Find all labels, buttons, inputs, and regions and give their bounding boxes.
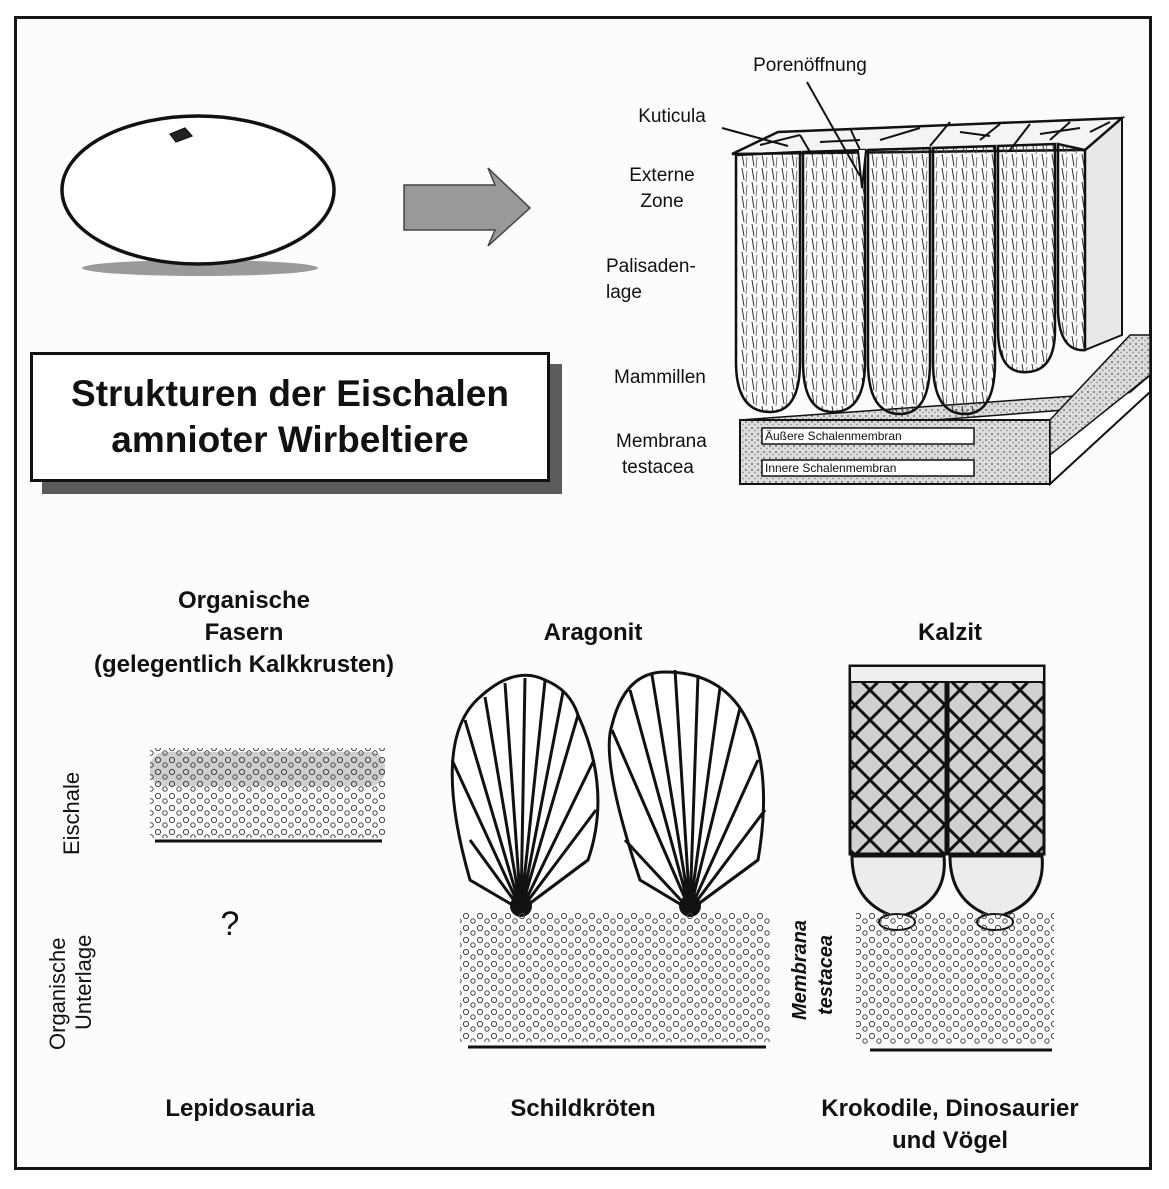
- heading-calcite: Kalzit: [918, 618, 982, 648]
- group-lepidosauria: Lepidosauria: [165, 1094, 314, 1124]
- calcite-sample: [850, 666, 1054, 1050]
- side-label-eggshell: Eischale: [60, 772, 84, 855]
- organic-fibers-sample: [150, 748, 385, 841]
- arrow-icon: [404, 168, 530, 246]
- side-label-substrate-1: Organische: [46, 937, 70, 1050]
- label-cuticle: Kuticula: [638, 106, 706, 128]
- aragonite-sample: [452, 670, 770, 1047]
- side-label-substrate-2: Unterlage: [72, 935, 96, 1030]
- label-external-zone-1: Externe: [629, 165, 694, 187]
- unknown-question-mark: ?: [221, 904, 240, 944]
- label-external-zone-2: Zone: [640, 191, 683, 213]
- heading-organic-1: Organische: [178, 586, 310, 616]
- label-pore-opening: Porenöffnung: [753, 55, 867, 77]
- label-mammillae: Mammillen: [614, 367, 706, 389]
- title-line-2: amnioter Wirbeltiere: [111, 417, 468, 463]
- group-crocodiles-1: Krokodile, Dinosaurier: [821, 1094, 1078, 1124]
- title-box: Strukturen der Eischalen amnioter Wirbel…: [30, 352, 550, 482]
- heading-organic-3: (gelegentlich Kalkkrusten): [94, 650, 394, 680]
- label-palisade-2: lage: [606, 282, 642, 304]
- heading-organic-2: Fasern: [205, 618, 284, 648]
- heading-aragonite: Aragonit: [544, 618, 643, 648]
- label-inner-shell-membrane: Innere Schalenmembran: [765, 460, 896, 476]
- group-crocodiles-2: und Vögel: [892, 1126, 1008, 1156]
- title-line-1: Strukturen der Eischalen: [71, 371, 509, 417]
- side-label-membrane-2: testacea: [814, 935, 838, 1015]
- label-outer-shell-membrane: Äußere Schalenmembran: [765, 428, 902, 444]
- label-membrane-1: Membrana: [616, 431, 707, 453]
- side-label-membrane-1: Membrana: [788, 920, 812, 1020]
- label-membrane-2: testacea: [622, 457, 694, 479]
- label-palisade-1: Palisaden-: [606, 256, 696, 278]
- group-turtles: Schildkröten: [510, 1094, 655, 1124]
- egg-illustration: [62, 116, 334, 276]
